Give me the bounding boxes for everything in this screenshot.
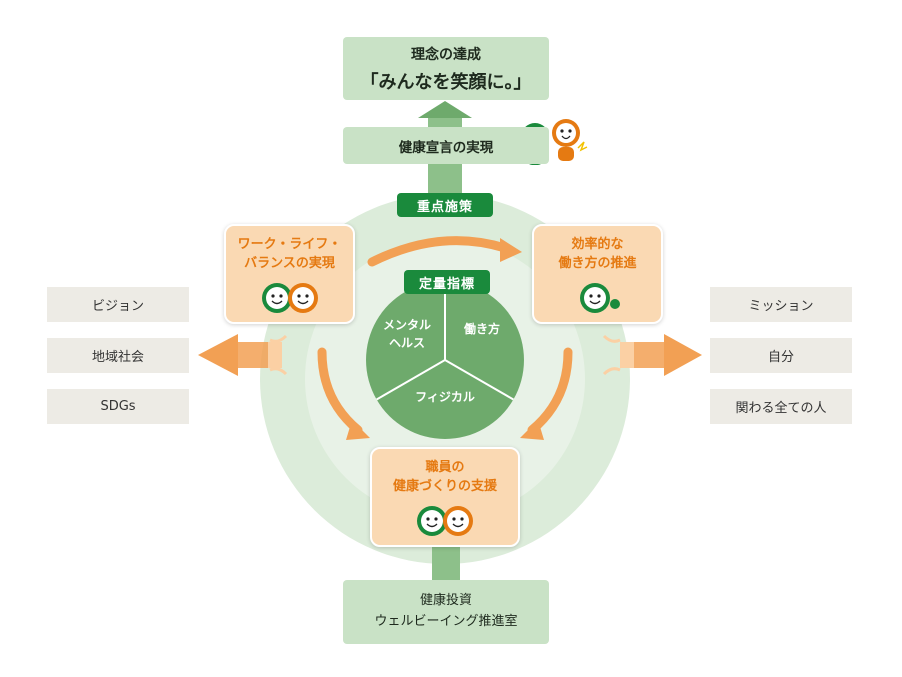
right-curl-up [602,334,621,343]
left-item-vision: ビジョン [47,287,189,322]
left-arrow-head [198,334,238,376]
right-arrow-body [634,342,664,368]
investment-box: 健康投資 ウェルビーイング推進室 [343,580,549,644]
efficiency-box: 効率的な 働き方の推進 [532,224,663,324]
wlb-line2: バランスの実現 [244,255,335,271]
stem-top [428,164,462,194]
investment-line2: ウェルビーイング推進室 [374,614,518,629]
mascot-pair-wave [417,505,473,536]
right-arrow-tail [620,342,634,368]
left-curl-down [269,367,288,376]
left-arrow-tail [268,342,282,368]
left-curl-up [269,334,288,343]
right-item-everyone: 関わる全ての人 [710,389,852,424]
goal-box: 理念の達成 「みんなを笑顔に。」 [343,37,549,100]
pie-slice-physical [376,360,514,439]
pie-divider [444,359,514,401]
efficiency-line1: 効率的な [571,237,624,252]
arrowhead-left [346,420,370,440]
investment-line1: 健康投資 [419,593,472,609]
efficiency-line2: 働き方の推進 [558,255,637,271]
mascot-single [579,282,620,313]
support-line2: 健康づくりの支援 [392,478,497,494]
stem-bottom [432,547,460,580]
goal-line2: 「みんなを笑顔に。」 [360,71,532,93]
segment-mental-line2: ヘルス [388,336,425,350]
left-item-sdgs: SDGs [47,389,189,424]
declaration-box: 健康宣言の実現 [343,127,549,164]
curve-arrow-top [367,236,510,267]
pie-divider [376,359,446,401]
right-curl-down [602,367,621,376]
pie-slice-mental [366,281,445,400]
left-arrow-body [238,342,268,368]
right-arrow-head [664,334,702,376]
arrowhead-top [500,238,522,262]
key-measures-label: 重点施策 [397,193,493,217]
wlb-box: ワーク・ライフ・ バランスの実現 [224,224,355,324]
segment-work: 働き方 [463,322,500,336]
up-arrow [418,101,472,118]
quant-indicator-label: 定量指標 [404,270,490,294]
mascot-pair-hug [261,282,318,313]
wlb-line1: ワーク・ライフ・ [237,237,342,252]
pie-slice-work [445,281,524,400]
support-line1: 職員の [425,460,465,475]
right-item-mission: ミッション [710,287,852,322]
segment-mental-line1: メンタル [382,318,431,332]
support-box: 職員の 健康づくりの支援 [370,447,520,547]
right-item-self: 自分 [710,338,852,373]
goal-line1: 理念の達成 [411,46,481,63]
stem-mid [428,118,462,127]
pie-chart [366,281,524,439]
segment-physical: フィジカル [415,390,475,404]
left-item-community: 地域社会 [47,338,189,373]
segment-mental: メンタル ヘルス [372,316,442,352]
arrowhead-right [520,420,544,440]
